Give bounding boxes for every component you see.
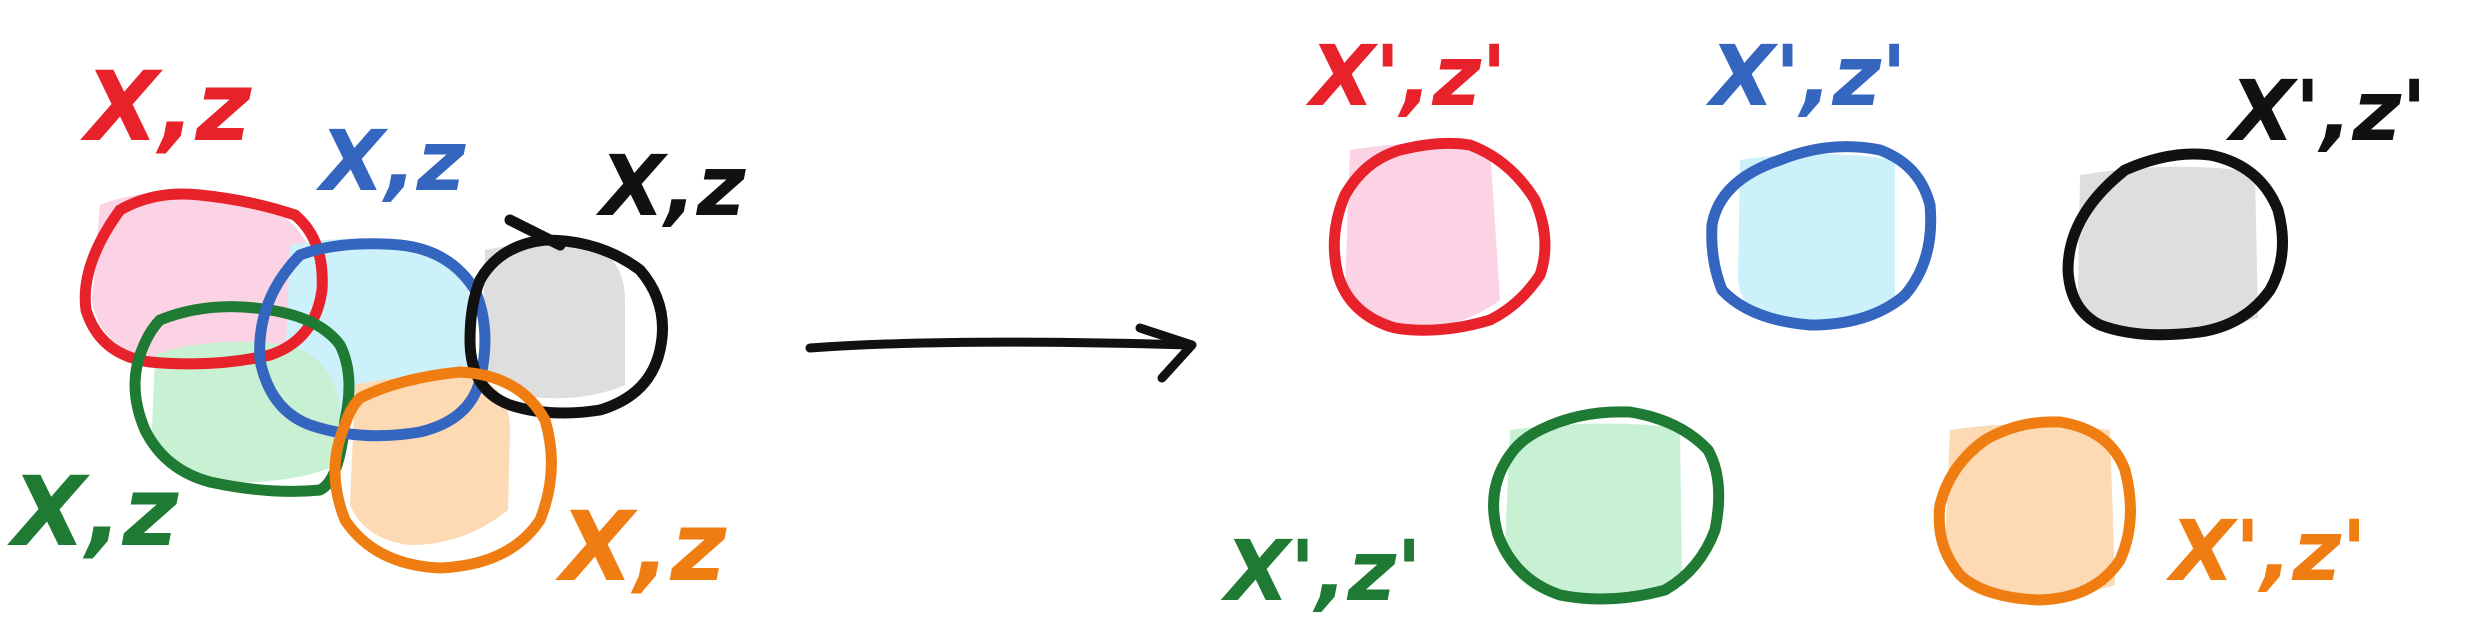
- left-green-label: X,z: [7, 456, 179, 568]
- left-orange-label: X,z: [555, 491, 727, 603]
- left-black-label: X,z: [595, 137, 747, 235]
- right-orange-fill: [1945, 424, 2115, 601]
- right-blue-label: X',z': [1705, 27, 1907, 125]
- orange-set-outline: [329, 366, 557, 574]
- arrow-head: [1135, 323, 1197, 383]
- red-set-outline: [79, 188, 328, 370]
- arrow-shaft: [805, 337, 1195, 353]
- right-black-outline: [2062, 148, 2288, 341]
- green-set-fill: [152, 341, 340, 483]
- right-orange-label: X',z': [2165, 502, 2367, 600]
- right-separated-group: X',z' X',z' X',z' X',z' X',z': [1220, 27, 2427, 620]
- right-red-label: X',z': [1305, 27, 1507, 125]
- left-blue-label: X,z: [315, 112, 467, 210]
- right-red-fill: [1345, 143, 1500, 330]
- right-green-outline: [1488, 406, 1725, 605]
- green-set-outline: [129, 301, 355, 497]
- left-red-label: X,z: [80, 51, 252, 163]
- orange-set-fill: [350, 375, 510, 545]
- right-green-label: X',z': [1220, 522, 1422, 620]
- blue-set-outline: [254, 238, 491, 442]
- right-gray-fill: [2078, 166, 2258, 333]
- right-red-outline: [1328, 137, 1551, 336]
- right-blue-fill: [1738, 154, 1895, 323]
- right-black-label: X',z': [2225, 62, 2427, 160]
- left-overlapping-group: X,z X,z X,z X,z X,z: [7, 51, 747, 603]
- right-blue-outline: [1706, 141, 1937, 331]
- black-set-outline: [464, 214, 668, 419]
- gray-set-fill: [482, 244, 625, 399]
- right-green-fill: [1505, 423, 1682, 599]
- right-orange-outline: [1933, 416, 2136, 606]
- transform-arrow: [805, 323, 1197, 383]
